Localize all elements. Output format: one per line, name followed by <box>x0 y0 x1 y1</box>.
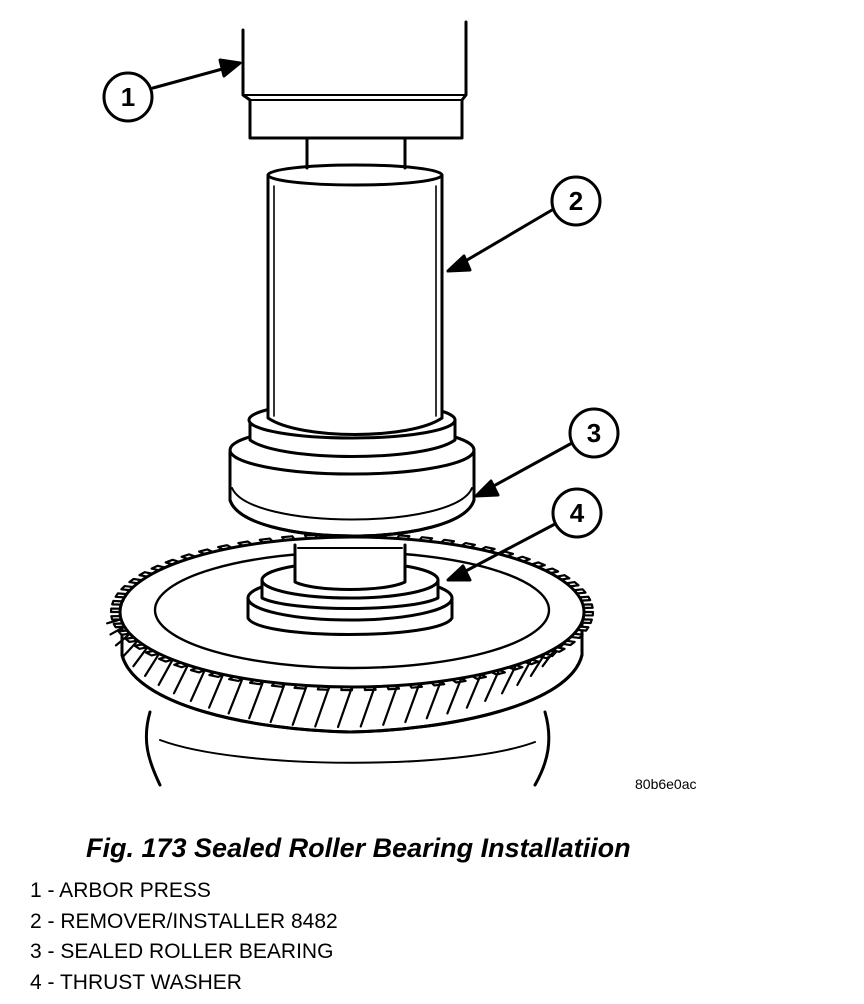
figure-caption: Fig. 173 Sealed Roller Bearing Installat… <box>86 833 631 863</box>
bearing-installation-illustration: 1 2 3 4 <box>102 20 620 787</box>
gear-helix-line <box>425 680 442 720</box>
image-code: 80b6e0ac <box>635 776 697 792</box>
svg-text:1: 1 <box>121 82 135 112</box>
gear-helix-line <box>189 668 206 702</box>
gear-helix-line <box>122 639 139 658</box>
gear-helix-line <box>269 682 286 724</box>
gear-helix-line <box>109 625 126 636</box>
gear-helix-line <box>500 663 518 695</box>
leader-arrows <box>151 58 574 582</box>
legend-item: 1 - ARBOR PRESS <box>30 879 211 902</box>
gear-helix-line <box>114 632 132 647</box>
gear-helix-line <box>529 652 547 677</box>
gear-helix-line <box>291 684 308 726</box>
legend-item: 2 - REMOVER/INSTALLER 8482 <box>30 909 338 933</box>
svg-text:2: 2 <box>569 186 583 216</box>
gear-helix-line <box>484 668 501 702</box>
gear-helix-line <box>359 685 376 728</box>
callout-2: 2 <box>550 175 602 227</box>
arbor-press-ram <box>241 20 468 140</box>
callout-1: 1 <box>102 71 154 123</box>
gear-helix-line <box>157 658 174 687</box>
gear-helix-line <box>404 682 421 724</box>
gear-helix-line <box>143 652 161 677</box>
callout-3: 3 <box>568 407 620 459</box>
legend-list: 1 - ARBOR PRESS 2 - REMOVER/INSTALLER 84… <box>30 876 338 998</box>
legend-item: 3 - SEALED ROLLER BEARING <box>30 940 334 963</box>
svg-text:4: 4 <box>570 498 585 528</box>
legend-item: 4 - THRUST WASHER <box>30 970 242 994</box>
callout-4: 4 <box>551 487 603 539</box>
gear-helix-line <box>516 658 533 687</box>
gear-helix-line <box>248 680 265 720</box>
gear-helix-line <box>382 684 399 726</box>
gear-helix-line <box>132 646 149 668</box>
gear-shaft <box>293 543 407 591</box>
gear-helix-line <box>336 685 354 729</box>
gear-helix-line <box>465 673 482 709</box>
gear-helix-line <box>446 677 463 715</box>
gear-helix-line <box>172 663 190 695</box>
gear-helix-line <box>208 673 225 709</box>
gear-helix-line <box>314 685 331 728</box>
svg-text:3: 3 <box>587 418 601 448</box>
gear-helix-line <box>106 618 123 625</box>
gear-helix-line <box>227 677 244 715</box>
gear-hub-body <box>144 710 551 787</box>
remover-installer-tool <box>266 138 444 436</box>
